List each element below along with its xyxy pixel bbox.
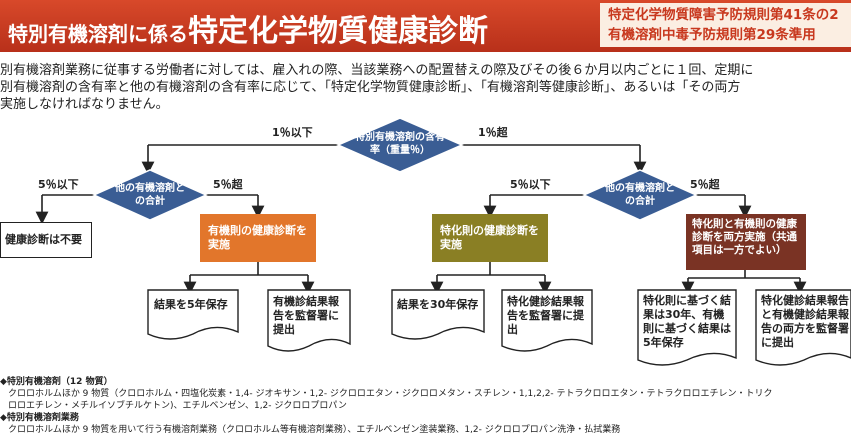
note-line: ロロエチレン・メチルイソブチルケトン)、エチルベンゼン、1,2- ジクロロプロパ… [8, 401, 347, 411]
decision-right-diamond [582, 169, 698, 221]
doc-report-org: 有機診結果報告を監督署に提出 [273, 295, 339, 336]
note-heading-substances: ◆特別有機溶剤（12 物質） [0, 377, 113, 387]
decision-left-text: 他の有機溶剤との合計 [115, 183, 185, 207]
doc-report-both: 特化健診結果報告と有機健診結果報告の両方を監督署に提出 [761, 294, 849, 349]
doc-keep30-shape [391, 289, 485, 340]
badge-line1: 特定化学物質障害予防規則第41条の2 [608, 7, 839, 23]
footnotes: ◆特別有機溶剤（12 物質） クロロホルムほか 9 物質（クロロホルム・四塩化炭… [0, 376, 851, 436]
label-left-high: 5％超 [213, 178, 243, 191]
doc-report-spec-shape [501, 289, 593, 352]
label-right-high: 5％超 [690, 178, 720, 191]
decision-left-diamond [92, 169, 208, 221]
intro-text: 別有機溶剤業務に従事する労働者に対しては、雇入れの際、当該業務への配置替えの際及… [0, 62, 851, 113]
label-left-low: 5％以下 [38, 178, 79, 191]
intro-line3: 実施しなければなりません。 [0, 97, 169, 112]
doc-keep5-shape [147, 289, 239, 340]
result-both-exam: 特化則と有機則の健康診断を両方実施（共通項目は一方でよい） [686, 214, 806, 270]
decision-right-text: 他の有機溶剤との合計 [605, 183, 675, 207]
note-line: クロロホルムほか 9 物質を用いて行う有機溶剤業務（クロロホルム等有機溶剤業務）… [8, 425, 621, 435]
doc-keep5: 結果を5年保存 [154, 298, 228, 311]
decision-top-text: 特別有機溶剤の含有率（重量％） [355, 132, 445, 156]
title-prefix: 特別有機溶剤に係る [8, 22, 188, 46]
label-right-low: 5％以下 [510, 178, 551, 191]
intro-line2: 別有機溶剤の含有率と他の有機溶剤の含有率に応じて、「特定化学物質健康診断」、「有… [0, 80, 741, 95]
result-org-exam: 有機則の健康診断を実施 [200, 214, 316, 262]
label-top-left: 1％以下 [272, 126, 313, 139]
badge-line2: 有機溶剤中毒予防規則第29条準用 [608, 27, 816, 43]
label-top-right: 1％超 [478, 126, 508, 139]
doc-keep30: 結果を30年保存 [397, 298, 479, 311]
note-heading-work: ◆特別有機溶剤業務 [0, 413, 79, 423]
doc-report-both-shape [755, 289, 851, 366]
decision-top-diamond [336, 117, 464, 173]
regulation-badge: 特定化学物質障害予防規則第41条の2 有機溶剤中毒予防規則第29条準用 [600, 3, 851, 47]
doc-keep-both-shape [637, 289, 737, 366]
title-main: 特定化学物質健康診断 [188, 14, 488, 49]
doc-report-org-shape [267, 289, 351, 352]
doc-keep-both: 特化則に基づく結果は30年、有機則に基づく結果は5年保存 [643, 294, 731, 349]
page-title: 特別有機溶剤に係る特定化学物質健康診断 [8, 6, 488, 50]
result-spec-exam: 特化則の健康診断を実施 [432, 214, 548, 262]
intro-line1: 別有機溶剤業務に従事する労働者に対しては、雇入れの際、当該業務への配置替えの際及… [0, 63, 754, 78]
doc-report-spec: 特化健診結果報告を監督署に提出 [507, 295, 584, 336]
result-no-exam: 健康診断は不要 [0, 222, 92, 258]
note-line: クロロホルムほか 9 物質（クロロホルム・四塩化炭素・1,4- ジオキサン・1,… [8, 389, 773, 399]
